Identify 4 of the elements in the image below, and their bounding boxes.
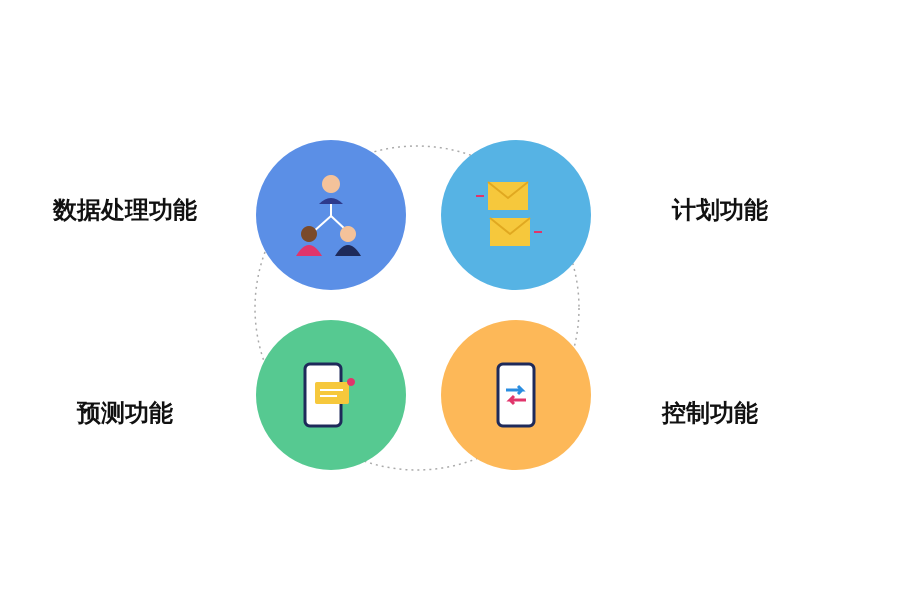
function-label: 控制功能: [662, 398, 758, 428]
function-label: 计划功能: [672, 195, 768, 225]
function-label: 数据处理功能: [53, 195, 197, 225]
function-label: 预测功能: [77, 398, 173, 428]
